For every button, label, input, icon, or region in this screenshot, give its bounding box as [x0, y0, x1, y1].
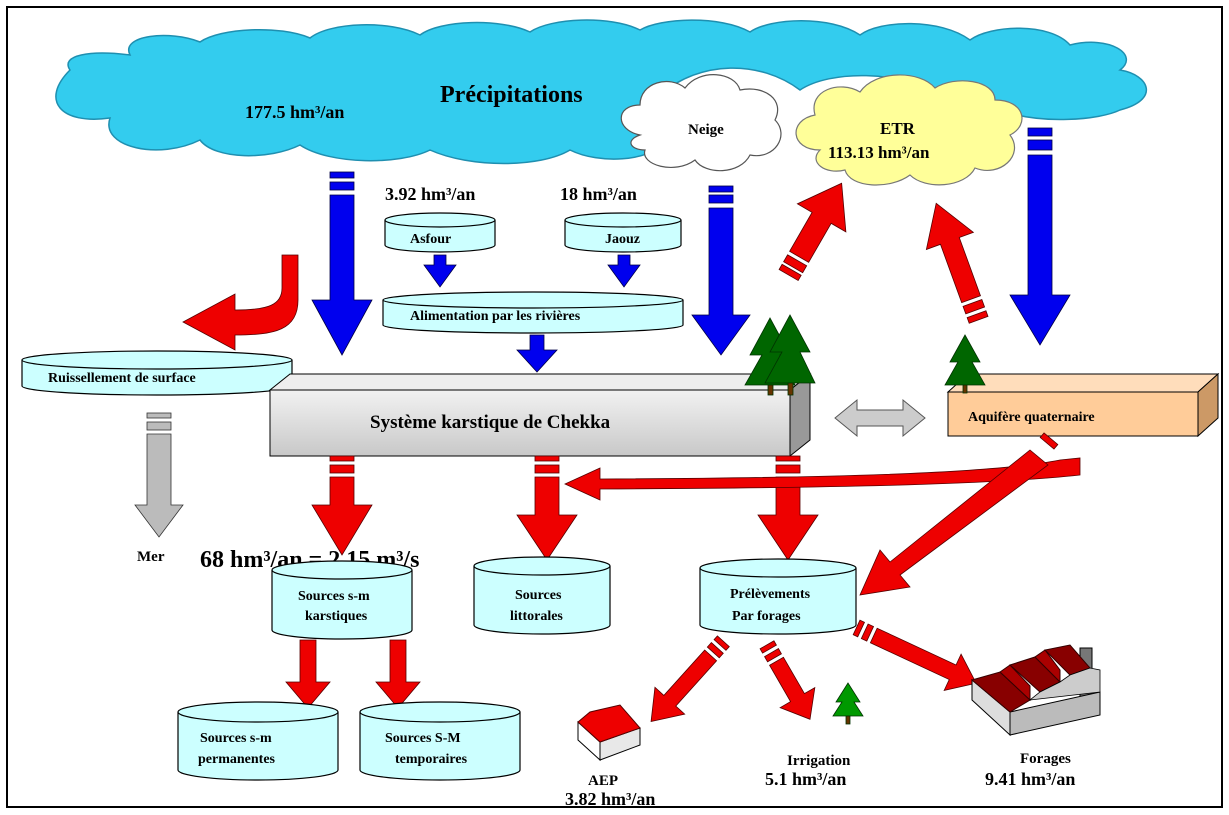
prelevements-cylinder: Prélèvements Par forages [699, 558, 857, 635]
aep-label: AEP [588, 773, 618, 789]
house-icon [577, 704, 641, 762]
alimentation-label: Alimentation par les rivières [410, 309, 581, 324]
etr-value: 113.13 hm³/an [828, 143, 930, 162]
aep-value: 3.82 hm³/an [565, 789, 655, 809]
precip-arrow-left [311, 171, 373, 356]
trees-icon [744, 314, 816, 396]
etr-arrows [778, 182, 989, 324]
aquifer-label: Aquifère quaternaire [968, 410, 1095, 425]
precipitation-value: 177.5 hm³/an [245, 102, 344, 122]
sources-litt-line2: littorales [510, 609, 563, 624]
temporaires-line2: temporaires [395, 752, 468, 767]
karst-system-label: Système karstique de Chekka [370, 412, 611, 433]
precipitation-cloud: Précipitations 177.5 hm³/an [55, 19, 1147, 165]
permanentes-line2: permanentes [198, 752, 276, 767]
alimentation-cylinder: Alimentation par les rivières [382, 291, 684, 334]
asfour-cylinder: Asfour [384, 212, 496, 253]
karst-split-arrows [285, 639, 421, 709]
aquifer-outflow-arrows [564, 432, 1081, 596]
karst-system-box: Système karstique de Chekka [268, 372, 812, 458]
snow-cloud: Neige [620, 74, 782, 172]
asfour-label: Asfour [410, 232, 451, 247]
prelevements-line2: Par forages [732, 609, 801, 624]
blue-arrows [311, 127, 1071, 373]
exchange-arrow [834, 398, 926, 438]
permanentes-line1: Sources s-m [200, 731, 272, 746]
sources-littorales-cylinder: Sources littorales [473, 556, 611, 635]
forages-label: Forages [1020, 751, 1071, 767]
sources-permanentes-cylinder: Sources s-m permanentes [177, 701, 339, 781]
temporaires-line1: Sources S-M [385, 731, 461, 746]
irrigation-value: 5.1 hm³/an [765, 769, 846, 789]
ruissellement-label: Ruissellement de surface [48, 371, 196, 386]
sources-karst-line2: karstiques [305, 609, 368, 624]
etr-label: ETR [880, 119, 916, 138]
jaouz-value: 18 hm³/an [560, 184, 637, 204]
neige-label: Neige [688, 122, 724, 138]
runoff-arrow [182, 254, 299, 351]
irrigation-label: Irrigation [787, 753, 851, 769]
precipitations-title: Précipitations [440, 82, 583, 108]
jaouz-cylinder: Jaouz [564, 212, 682, 253]
small-tree-icon [944, 334, 986, 394]
mer-label: Mer [137, 549, 165, 565]
ruissellement-cylinder: Ruissellement de surface [21, 350, 293, 396]
sea-arrow [134, 412, 184, 538]
irrigation-tree-icon [832, 682, 864, 725]
sources-litt-line1: Sources [515, 588, 562, 603]
sources-temporaires-cylinder: Sources S-M temporaires [359, 701, 521, 781]
aquifer-box: Aquifère quaternaire [946, 372, 1220, 438]
karst-outflow-arrows [311, 455, 819, 561]
etr-cloud: ETR 113.13 hm³/an [795, 74, 1023, 186]
asfour-value: 3.92 hm³/an [385, 184, 475, 204]
precip-arrow-right [1009, 127, 1071, 346]
forages-value: 9.41 hm³/an [985, 769, 1075, 789]
sources-karstiques-cylinder: Sources s-m karstiques [271, 560, 413, 640]
factory-icon [970, 644, 1101, 737]
jaouz-label: Jaouz [605, 232, 640, 247]
withdrawal-arrows [650, 619, 977, 723]
sources-karst-line1: Sources s-m [298, 589, 370, 604]
prelevements-line1: Prélèvements [730, 587, 811, 602]
snow-arrow [691, 185, 751, 356]
